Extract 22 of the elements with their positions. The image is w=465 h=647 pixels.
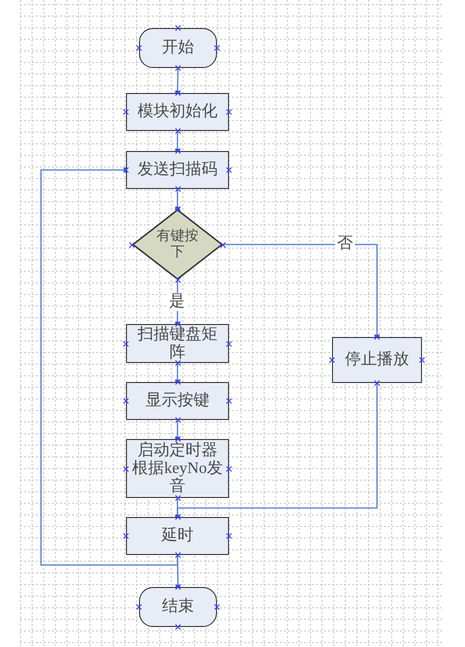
edge-label: 是 <box>167 293 187 311</box>
connector <box>174 420 180 442</box>
decision-diamond: 有键按下 <box>132 209 223 280</box>
connector <box>40 167 178 566</box>
process-box: 模块初始化 <box>126 93 229 131</box>
connector <box>174 363 180 385</box>
edge-label: 否 <box>335 235 355 253</box>
process-box: 启动定时器根据keyNo发音 <box>126 439 229 498</box>
connector <box>174 280 180 327</box>
process-box: 扫描键盘矩阵 <box>126 324 229 363</box>
connector <box>223 244 380 340</box>
terminal-box: 开始 <box>139 28 217 68</box>
process-box: 发送扫描码 <box>126 151 229 189</box>
connector <box>174 189 180 212</box>
process-box: 显示按键 <box>126 382 229 420</box>
process-box: 停止播放 <box>332 337 422 383</box>
connector <box>174 383 378 520</box>
terminal-box: 结束 <box>139 587 217 627</box>
connector <box>174 131 180 154</box>
connector <box>174 68 180 96</box>
process-box: 延时 <box>126 517 229 555</box>
connector <box>175 554 181 590</box>
